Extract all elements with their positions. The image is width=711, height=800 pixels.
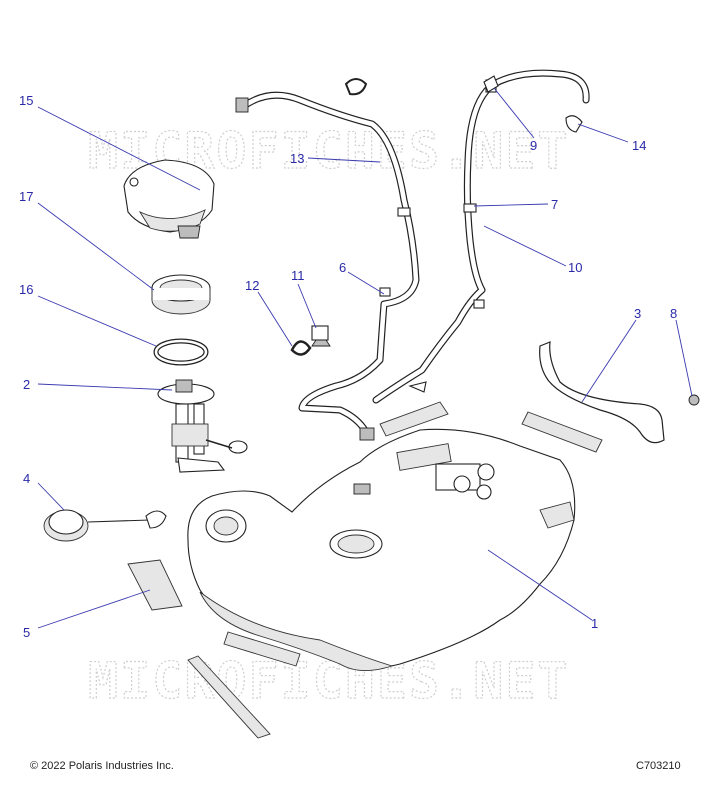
fuel-tank-cover (123, 159, 215, 239)
rollover-valve (565, 115, 583, 133)
figure-code: C703210 (636, 760, 681, 772)
callout-13: 13 (290, 151, 304, 166)
callout-3: 3 (634, 306, 641, 321)
copyright-text: © 2022 Polaris Industries Inc. (30, 760, 174, 772)
fuel-cap (43, 509, 167, 542)
lock-ring (151, 274, 211, 315)
callout-10: 10 (568, 260, 582, 275)
callout-4: 4 (23, 471, 30, 486)
loop-clamp-top (344, 78, 368, 96)
callout-6: 6 (339, 260, 346, 275)
fuel-tank (187, 428, 576, 671)
leader-lines (37, 87, 693, 629)
callout-5: 5 (23, 625, 30, 640)
fuel-pump-assembly (157, 379, 248, 473)
callout-16: 16 (19, 282, 33, 297)
callout-15: 15 (19, 93, 33, 108)
vent-valve-clip (311, 325, 331, 347)
callout-8: 8 (670, 306, 677, 321)
callout-2: 2 (23, 377, 30, 392)
watermark-bottom: MICROFICHES.NET (88, 652, 570, 710)
callout-14: 14 (632, 138, 646, 153)
pad-small (127, 559, 183, 611)
pad-lower-center (223, 631, 301, 667)
pump-seal (153, 338, 209, 366)
strap-lower (187, 655, 271, 739)
vent-hose-left (235, 91, 420, 441)
callout-1: 1 (591, 616, 598, 631)
callout-12: 12 (245, 278, 259, 293)
tank-strap (539, 341, 665, 444)
callout-7: 7 (551, 197, 558, 212)
hose-clamp (290, 340, 312, 356)
callout-17: 17 (19, 189, 33, 204)
pad-right (521, 411, 603, 453)
callout-9: 9 (530, 138, 537, 153)
strap-bolt (688, 394, 700, 406)
pad-upper-center (379, 401, 449, 437)
callout-11: 11 (291, 268, 305, 283)
callout-labels: 15 17 16 2 4 5 13 6 12 11 9 14 7 10 3 8 … (19, 93, 677, 640)
